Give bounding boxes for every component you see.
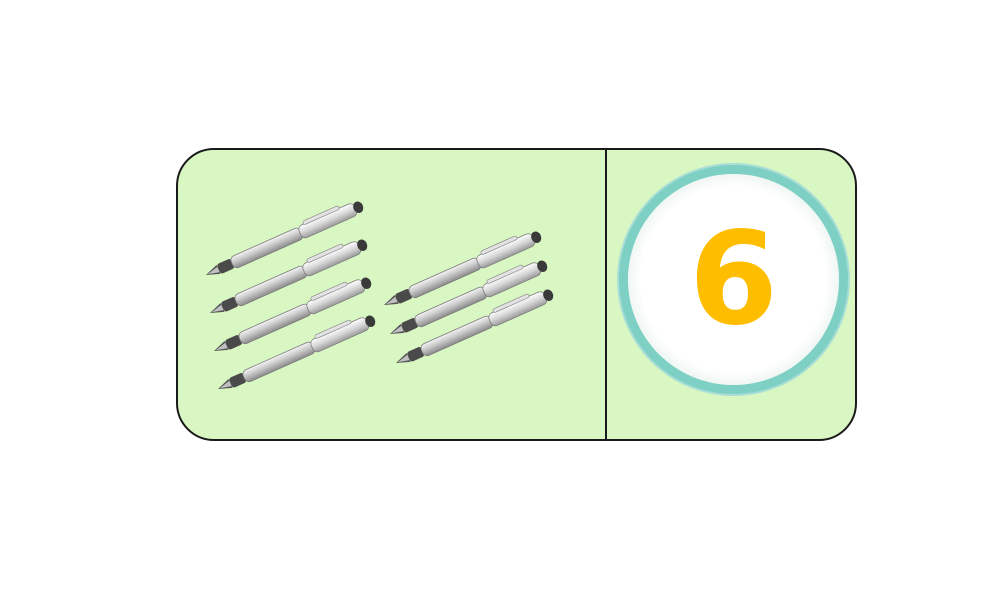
pen-icon [209,271,374,358]
number-badge: 6 [628,174,839,385]
pens-illustration [201,195,556,396]
pens-panel [178,150,605,439]
card-divider [605,150,607,439]
pen-icon [205,233,370,320]
pen-icon [213,309,378,396]
number-digit: 6 [688,204,779,354]
counting-card: 6 [176,148,857,441]
number-panel: 6 [607,150,855,439]
pen-icon [201,195,366,282]
